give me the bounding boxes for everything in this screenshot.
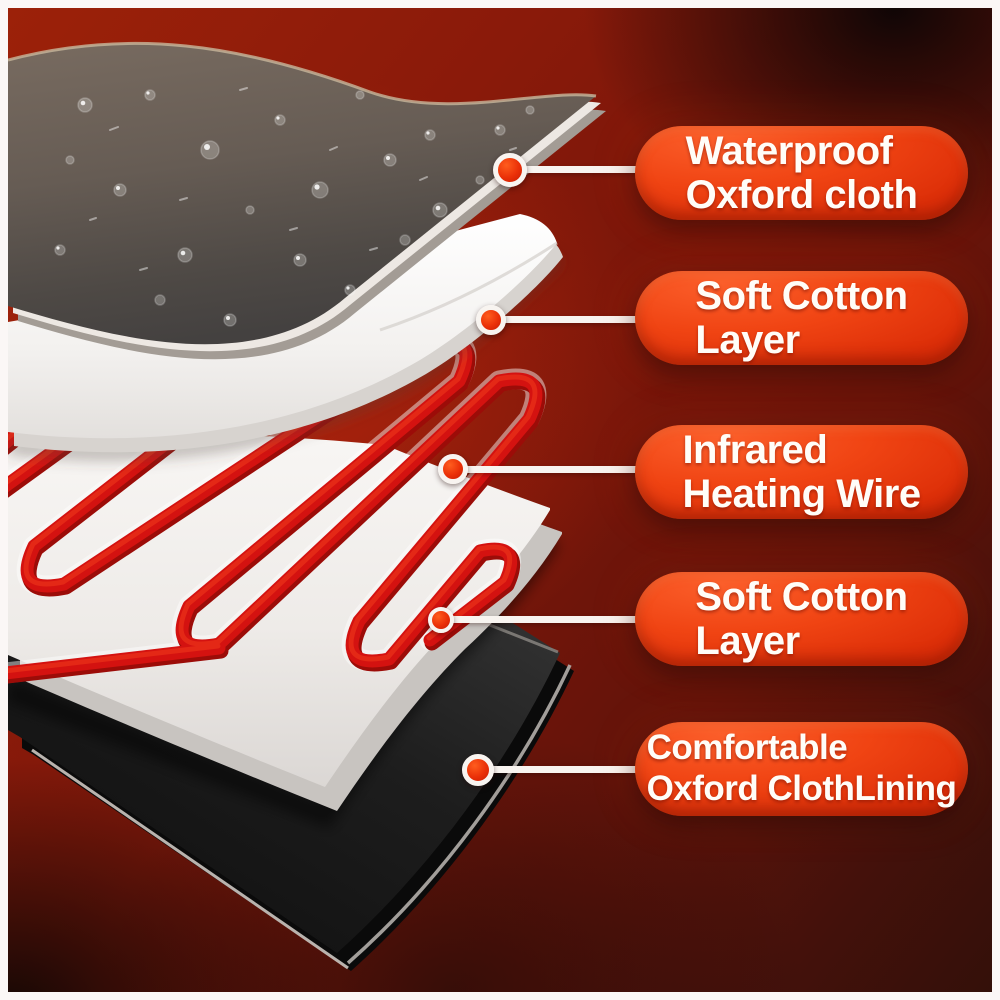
callout-label-line1: Waterproof <box>685 129 893 173</box>
callout-dot-3 <box>438 454 468 484</box>
callout-label-soft-cotton-layer-top: Soft Cotton Layer <box>635 271 968 365</box>
exploded-layers-illustration <box>8 41 606 971</box>
callout-dot-5 <box>462 754 494 786</box>
callout-label-infrared-heating-wire: Infrared Heating Wire <box>635 425 968 519</box>
callout-label-line1: Soft Cotton <box>695 575 908 619</box>
callout-label-waterproof-oxford-cloth: Waterproof Oxford cloth <box>635 126 968 220</box>
soft-cotton-top-layer <box>8 214 563 453</box>
callout-label-line1: Infrared <box>682 428 828 472</box>
lining-edge-highlight <box>346 664 572 965</box>
lining-bottom-rim <box>31 748 349 970</box>
waterproof-cloth-layer <box>8 41 606 360</box>
callout-line-1 <box>510 166 653 173</box>
callout-line-3 <box>453 466 653 473</box>
callout-label-line1: Soft Cotton <box>695 274 908 318</box>
callout-line-2 <box>491 316 653 323</box>
water-droplets <box>54 87 535 327</box>
callout-dot-1 <box>493 153 527 187</box>
callout-label-soft-cotton-layer-bottom: Soft Cotton Layer <box>635 572 968 666</box>
callout-label-line2: Oxford cloth <box>685 173 918 217</box>
callout-label-line2: Layer <box>695 619 800 663</box>
callout-label-line2: Layer <box>695 318 800 362</box>
callout-line-4 <box>441 616 653 623</box>
cotton-crease <box>379 241 558 332</box>
callout-label-line2: Oxford ClothLining <box>646 769 957 808</box>
callout-line-5 <box>478 766 653 773</box>
cloth-top-rim <box>8 41 597 106</box>
callout-label-comfortable-oxford-cloth-lining: Comfortable Oxford ClothLining <box>635 722 968 816</box>
callout-label-line2: Heating Wire <box>682 472 921 516</box>
callout-dot-4 <box>428 607 454 633</box>
callout-dot-2 <box>476 305 506 335</box>
callout-label-line1: Comfortable <box>646 728 848 768</box>
